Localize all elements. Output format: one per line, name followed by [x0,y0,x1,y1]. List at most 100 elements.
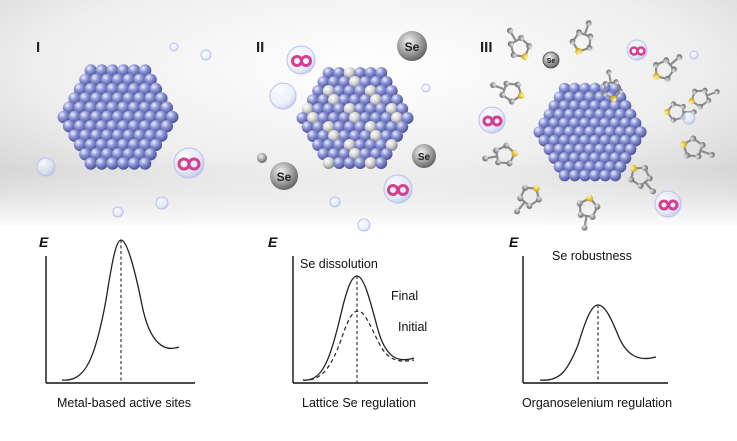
atom-sphere [563,108,576,121]
atom-sphere [95,82,108,96]
atom-sphere [62,120,76,133]
atom-sphere [558,134,571,147]
atom-sphere [301,121,314,133]
atom-sphere [619,100,632,112]
atom-sphere [95,157,108,170]
panel-1-y-axis-label: E [39,234,49,250]
atom-sphere [614,161,627,173]
atom-sphere [79,73,92,87]
atom-sphere [364,139,377,151]
atom-sphere [364,157,377,169]
atom-sphere [68,129,81,142]
atom-sphere [106,82,119,96]
atom-sphere [84,64,98,77]
atom-sphere [364,85,377,97]
atom-sphere [579,82,591,95]
atom-sphere [568,134,581,147]
atom-sphere [301,103,314,115]
atom-sphere [333,85,346,97]
atom-sphere [101,148,114,161]
se-atom-label: Se [547,58,556,65]
atom-sphere [619,134,632,147]
atom-sphere [594,143,606,156]
panel-2-initial-curve [302,310,415,381]
bubble-icon [200,49,212,61]
selenophene-ligand-icon [688,87,720,110]
lattice-se-cluster-icon [296,67,414,169]
atom-sphere [312,121,325,133]
atom-sphere [579,100,591,112]
atom-sphere [574,143,586,156]
o2-molecule-icon [177,157,201,171]
atom-sphere [79,92,92,105]
atom-sphere [149,82,163,96]
atom-sphere [599,134,611,147]
atom-sphere [380,148,393,160]
atom-sphere [79,110,92,124]
atom-sphere [128,138,141,152]
atom-sphere [553,143,566,156]
atom-sphere [380,76,393,88]
atom-sphere [343,139,356,151]
atom-sphere [401,112,414,124]
atom-sphere [553,91,566,103]
atom-sphere [558,152,571,164]
atom-sphere [95,64,108,77]
atom-sphere [133,92,146,105]
atom-sphere [333,103,346,115]
panel-2-initial-label: Initial [398,320,427,334]
atom-sphere [568,117,581,130]
atom-sphere [359,76,372,88]
atom-sphere [73,138,87,152]
atom-sphere [599,100,611,112]
atom-sphere [548,134,561,147]
atom-sphere [73,101,87,114]
selenophene-ligand-icon [601,69,624,102]
bubble-icon [682,111,696,125]
atom-sphere [155,110,168,124]
atom-sphere [333,121,346,133]
atom-sphere [584,108,596,121]
atom-sphere [338,94,351,106]
atom-sphere [338,76,351,88]
atom-sphere [614,143,627,156]
atom-sphere [338,148,351,160]
atom-sphere [391,130,403,142]
atom-sphere [364,67,377,79]
atom-sphere [95,138,108,152]
atom-sphere [296,112,309,124]
atom-sphere [584,91,596,103]
atom-sphere [133,148,146,161]
atom-sphere [322,139,335,151]
atom-sphere [106,138,119,152]
atom-sphere [574,126,586,138]
panel-1-roman-label: I [36,39,40,56]
selenophene-ligand-icon [569,20,594,55]
atom-sphere [589,82,601,95]
atom-sphere [128,64,141,77]
atom-sphere [101,129,114,142]
atom-sphere [354,85,367,97]
atom-sphere [563,91,576,103]
atom-sphere [359,148,372,160]
atom-sphere [144,92,157,105]
atom-sphere [563,143,576,156]
atom-sphere [333,139,346,151]
atom-sphere [568,169,581,182]
atom-sphere [543,143,556,156]
atom-sphere [584,126,596,138]
panel-3-roman-label: III [480,39,493,56]
se-atom-label: Se [418,152,431,163]
atom-sphere [349,130,361,142]
atom-sphere [328,76,340,88]
atom-sphere [380,94,393,106]
atom-sphere [558,82,571,95]
atom-sphere [117,138,130,152]
atom-sphere [106,101,119,114]
panel-2-graph: E Se dissolution Final Initial Lattice S… [268,234,428,410]
atom-sphere [568,82,581,95]
atom-sphere [111,92,125,105]
atom-sphere [149,138,163,152]
panel-1-caption: Metal-based active sites [57,396,191,410]
